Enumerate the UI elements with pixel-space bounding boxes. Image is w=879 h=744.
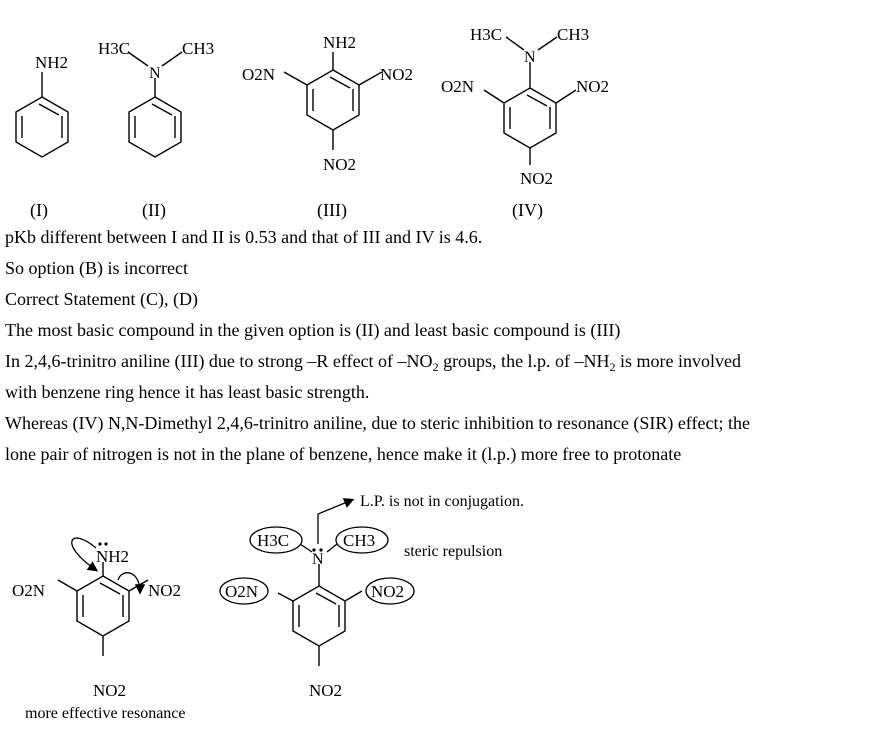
nitro-bottom-label: NO2	[520, 169, 553, 188]
nitro-left-label: O2N	[12, 581, 45, 600]
subscript: 2	[609, 360, 616, 374]
text-line: lone pair of nitrogen is not in the plan…	[5, 444, 682, 464]
methyl-right-label: CH3	[182, 39, 214, 58]
text-line: with benzene ring hence it has least bas…	[5, 382, 370, 402]
nitro-bottom-label: NO2	[323, 155, 356, 174]
methyl-right-label: CH3	[343, 531, 375, 550]
structures-figure: NH2 (I) N H3C CH3 (II) NH2 O2N NO2 NO2 (…	[15, 25, 609, 221]
nitrogen-label: N	[149, 65, 161, 82]
structure-label-iii: (III)	[317, 200, 347, 221]
resonance-arrow	[71, 537, 99, 572]
methyl-left-label: H3C	[257, 531, 289, 550]
structure-trinitroaniline: NH2 O2N NO2 NO2 (III)	[242, 33, 413, 221]
text-line: pKb different between I and II is 0.53 a…	[5, 227, 483, 247]
lone-pair-dot	[98, 542, 102, 546]
nitro-right-label: NO2	[371, 582, 404, 601]
diagram-steric-inhibition: N H3C CH3 O2N NO2 NO2 L.P. is not in con…	[219, 493, 524, 700]
text-fragment: In 2,4,6-trinitro aniline (III) due to s…	[5, 351, 433, 371]
nitro-right-label: NO2	[380, 65, 413, 84]
structure-dimethylaniline: N H3C CH3 (II)	[98, 39, 214, 221]
text-line: The most basic compound in the given opt…	[5, 320, 621, 340]
lone-pair-dot	[319, 548, 323, 552]
nitro-left-label: O2N	[225, 582, 258, 601]
nitro-left-label: O2N	[441, 77, 474, 96]
text-line: Correct Statement (C), (D)	[5, 289, 198, 309]
resonance-figure: NH2 O2N NO2 NO2 more effective resonance…	[12, 493, 524, 722]
structure-label-i: (I)	[30, 200, 48, 221]
steric-circle	[219, 577, 269, 605]
structure-label-ii: (II)	[142, 200, 166, 221]
nitro-bottom-label: NO2	[309, 681, 342, 700]
text-fragment: is more involved	[615, 351, 742, 371]
nitro-right-label: NO2	[148, 581, 181, 600]
lone-pair-dot	[312, 548, 316, 552]
resonance-arrow	[117, 572, 146, 595]
nitro-left-label: O2N	[242, 65, 275, 84]
note-lone-pair: L.P. is not in conjugation.	[360, 493, 524, 510]
nitrogen-label: N	[312, 551, 324, 568]
steric-circle	[249, 526, 303, 554]
text-fragment: groups, the l.p. of –NH	[438, 351, 610, 371]
structure-aniline: NH2 (I)	[15, 53, 69, 221]
amino-group-label: NH2	[323, 33, 356, 52]
nitrogen-label: N	[524, 49, 536, 66]
steric-circle	[335, 526, 389, 554]
nitro-right-label: NO2	[576, 77, 609, 96]
structure-dimethyl-trinitroaniline: N H3C CH3 O2N NO2 NO2 (IV)	[441, 25, 609, 221]
steric-circle	[365, 577, 415, 605]
lone-pair-dot	[104, 542, 108, 546]
nitro-bottom-label: NO2	[93, 681, 126, 700]
lone-pair-arrow	[317, 498, 355, 544]
subscript: 2	[432, 360, 439, 374]
diagram-effective-resonance: NH2 O2N NO2 NO2 more effective resonance	[12, 537, 186, 722]
methyl-right-label: CH3	[557, 25, 589, 44]
methyl-left-label: H3C	[470, 25, 502, 44]
text-line: So option (B) is incorrect	[5, 258, 188, 278]
amino-group-label: NH2	[35, 53, 68, 72]
caption-effective-resonance: more effective resonance	[25, 705, 186, 722]
note-steric-repulsion: steric repulsion	[404, 543, 502, 560]
text-line: In 2,4,6-trinitro aniline (III) due to s…	[5, 346, 875, 377]
methyl-left-label: H3C	[98, 39, 130, 58]
text-line: Whereas (IV) N,N-Dimethyl 2,4,6-trinitro…	[5, 413, 750, 433]
structure-label-iv: (IV)	[512, 200, 543, 221]
amino-group-label: NH2	[96, 547, 129, 566]
explanation-text: pKb different between I and II is 0.53 a…	[5, 222, 875, 470]
